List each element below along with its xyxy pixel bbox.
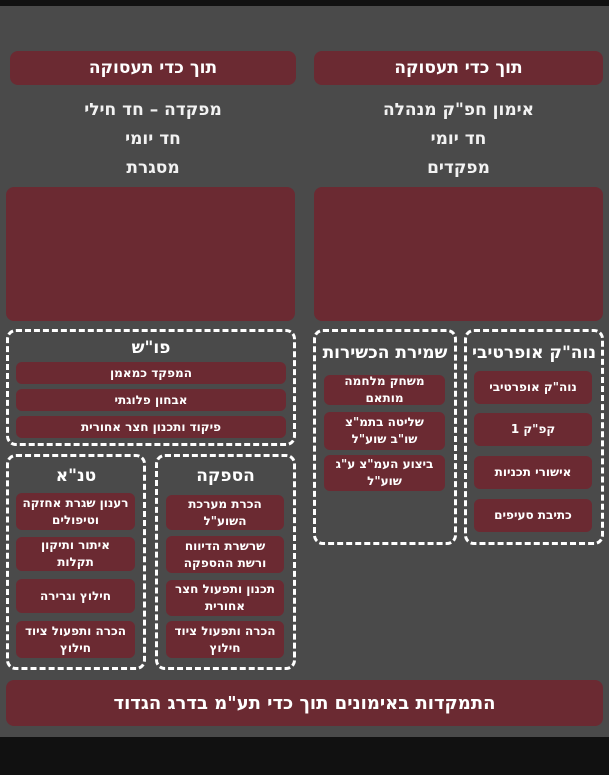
nohak-item-3: אישורי תכניות bbox=[474, 456, 592, 489]
image-panel-left bbox=[6, 187, 295, 321]
subtitle-right: אימון חפ"ק מנהלה חד יומי מפקדים bbox=[314, 96, 603, 183]
tana-item-2: איתור ותיקון תקלות bbox=[16, 537, 135, 571]
tana-item-4: הכרה ותפעול ציוד חילוץ bbox=[16, 621, 135, 658]
subtitle-right-line-3: מפקדים bbox=[427, 158, 490, 178]
shmirat-item-2: שליטה בתמ"צ שו"ב שוע"ל bbox=[324, 412, 445, 450]
image-panel-right bbox=[314, 187, 603, 321]
haspaka-item-4: הכרה ותפעול ציוד חילוץ bbox=[166, 621, 284, 658]
group-tana: טנ"א רענון שגרת אחזקה וטיפולים איתור ותי… bbox=[6, 454, 146, 670]
group-shmirat-title: שמירת הכשירות bbox=[322, 343, 448, 363]
haspaka-item-2: שרשרת הדיווח ורשת ההספקה bbox=[166, 536, 284, 573]
group-nohak-operativi: נוה"ק אופרטיבי נוה"ק אופרטיבי קפ"ק 1 איש… bbox=[464, 329, 604, 545]
footer-banner: התמקדות באימונים תוך כדי תע"מ בדרג הגדוד bbox=[6, 680, 603, 726]
nohak-item-1: נוה"ק אופרטיבי bbox=[474, 371, 592, 404]
group-haspaka: הספקה הכרת מערכת השוע"ל שרשרת הדיווח ורש… bbox=[155, 454, 296, 670]
header-left: תוך כדי תעסוקה bbox=[10, 51, 296, 85]
posh-item-1: המפקד כמאמן bbox=[16, 362, 286, 384]
group-haspaka-title: הספקה bbox=[196, 466, 255, 486]
tana-item-3: חילוץ וגרירה bbox=[16, 579, 135, 613]
subtitle-left: מפקדה – חד חילי חד יומי מסגרת bbox=[10, 96, 296, 183]
subtitle-right-line-2: חד יומי bbox=[430, 129, 487, 149]
bottom-bar bbox=[0, 737, 609, 775]
group-posh: פו"ש המפקד כמאמן אבחון פלוגתי פיקוד ותכנ… bbox=[6, 329, 296, 446]
group-tana-title: טנ"א bbox=[55, 466, 97, 486]
subtitle-right-line-1: אימון חפ"ק מנהלה bbox=[382, 100, 535, 120]
group-nohak-title: נוה"ק אופרטיבי bbox=[471, 343, 597, 363]
group-shmirat-hakshirut: שמירת הכשירות משחק מלחמה מותאם שליטה בתמ… bbox=[313, 329, 457, 545]
subtitle-left-line-3: מסגרת bbox=[126, 158, 180, 178]
subtitle-left-line-1: מפקדה – חד חילי bbox=[84, 100, 222, 120]
haspaka-item-1: הכרת מערכת השוע"ל bbox=[166, 495, 284, 530]
shmirat-item-1: משחק מלחמה מותאם bbox=[324, 374, 445, 405]
header-right: תוך כדי תעסוקה bbox=[314, 51, 603, 85]
shmirat-item-3: ביצוע העמ"צ ע"ג שוע"ל bbox=[324, 455, 445, 491]
top-bar bbox=[0, 0, 609, 6]
group-posh-title: פו"ש bbox=[131, 338, 171, 358]
nohak-item-4: כתיבת סעיפים bbox=[474, 499, 592, 532]
tana-item-1: רענון שגרת אחזקה וטיפולים bbox=[16, 493, 135, 530]
posh-item-3: פיקוד ותכנון חצר אחורית bbox=[16, 416, 286, 438]
haspaka-item-3: תכנון ותפעול חצר אחורית bbox=[166, 580, 284, 616]
nohak-item-2: קפ"ק 1 bbox=[474, 413, 592, 446]
posh-item-2: אבחון פלוגתי bbox=[16, 389, 286, 411]
subtitle-left-line-2: חד יומי bbox=[125, 129, 181, 149]
